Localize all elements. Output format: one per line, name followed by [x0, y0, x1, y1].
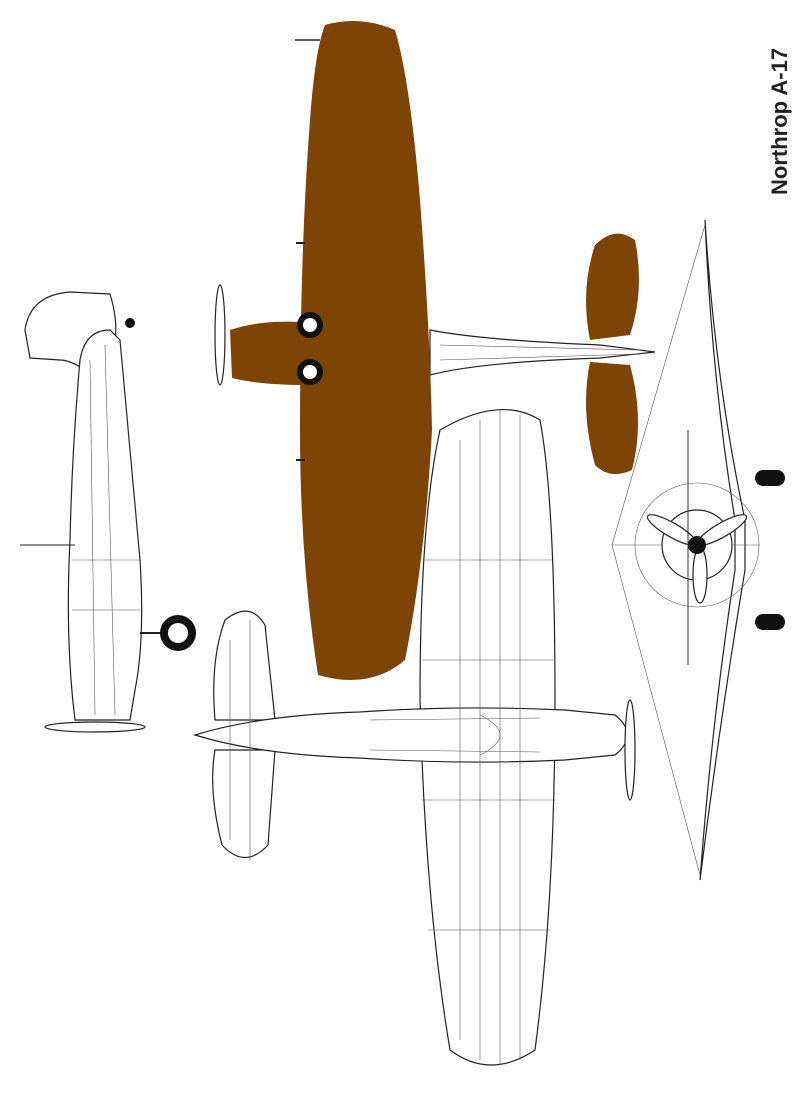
top-wing-overpaint: [300, 21, 432, 680]
top-propeller: [214, 284, 226, 386]
front-spinner: [688, 536, 706, 554]
front-wheel-left: [755, 470, 785, 486]
bottom-propeller: [624, 699, 636, 801]
front-propeller-disc: [634, 482, 760, 608]
top-fuselage: [429, 329, 656, 376]
front-view: [611, 219, 785, 881]
side-tailwheel: [125, 318, 135, 328]
top-plan-view: [214, 21, 656, 680]
side-fuselage: [67, 329, 143, 721]
top-tailplane-overpaint: [586, 233, 639, 474]
top-nose-overpaint: [230, 321, 305, 385]
side-view: [20, 291, 196, 733]
front-wing: [699, 219, 746, 881]
bottom-tailplane: [212, 610, 276, 859]
front-wheel-right: [755, 614, 785, 630]
side-propeller: [44, 721, 146, 733]
bottom-plan-view: [192, 409, 636, 1066]
